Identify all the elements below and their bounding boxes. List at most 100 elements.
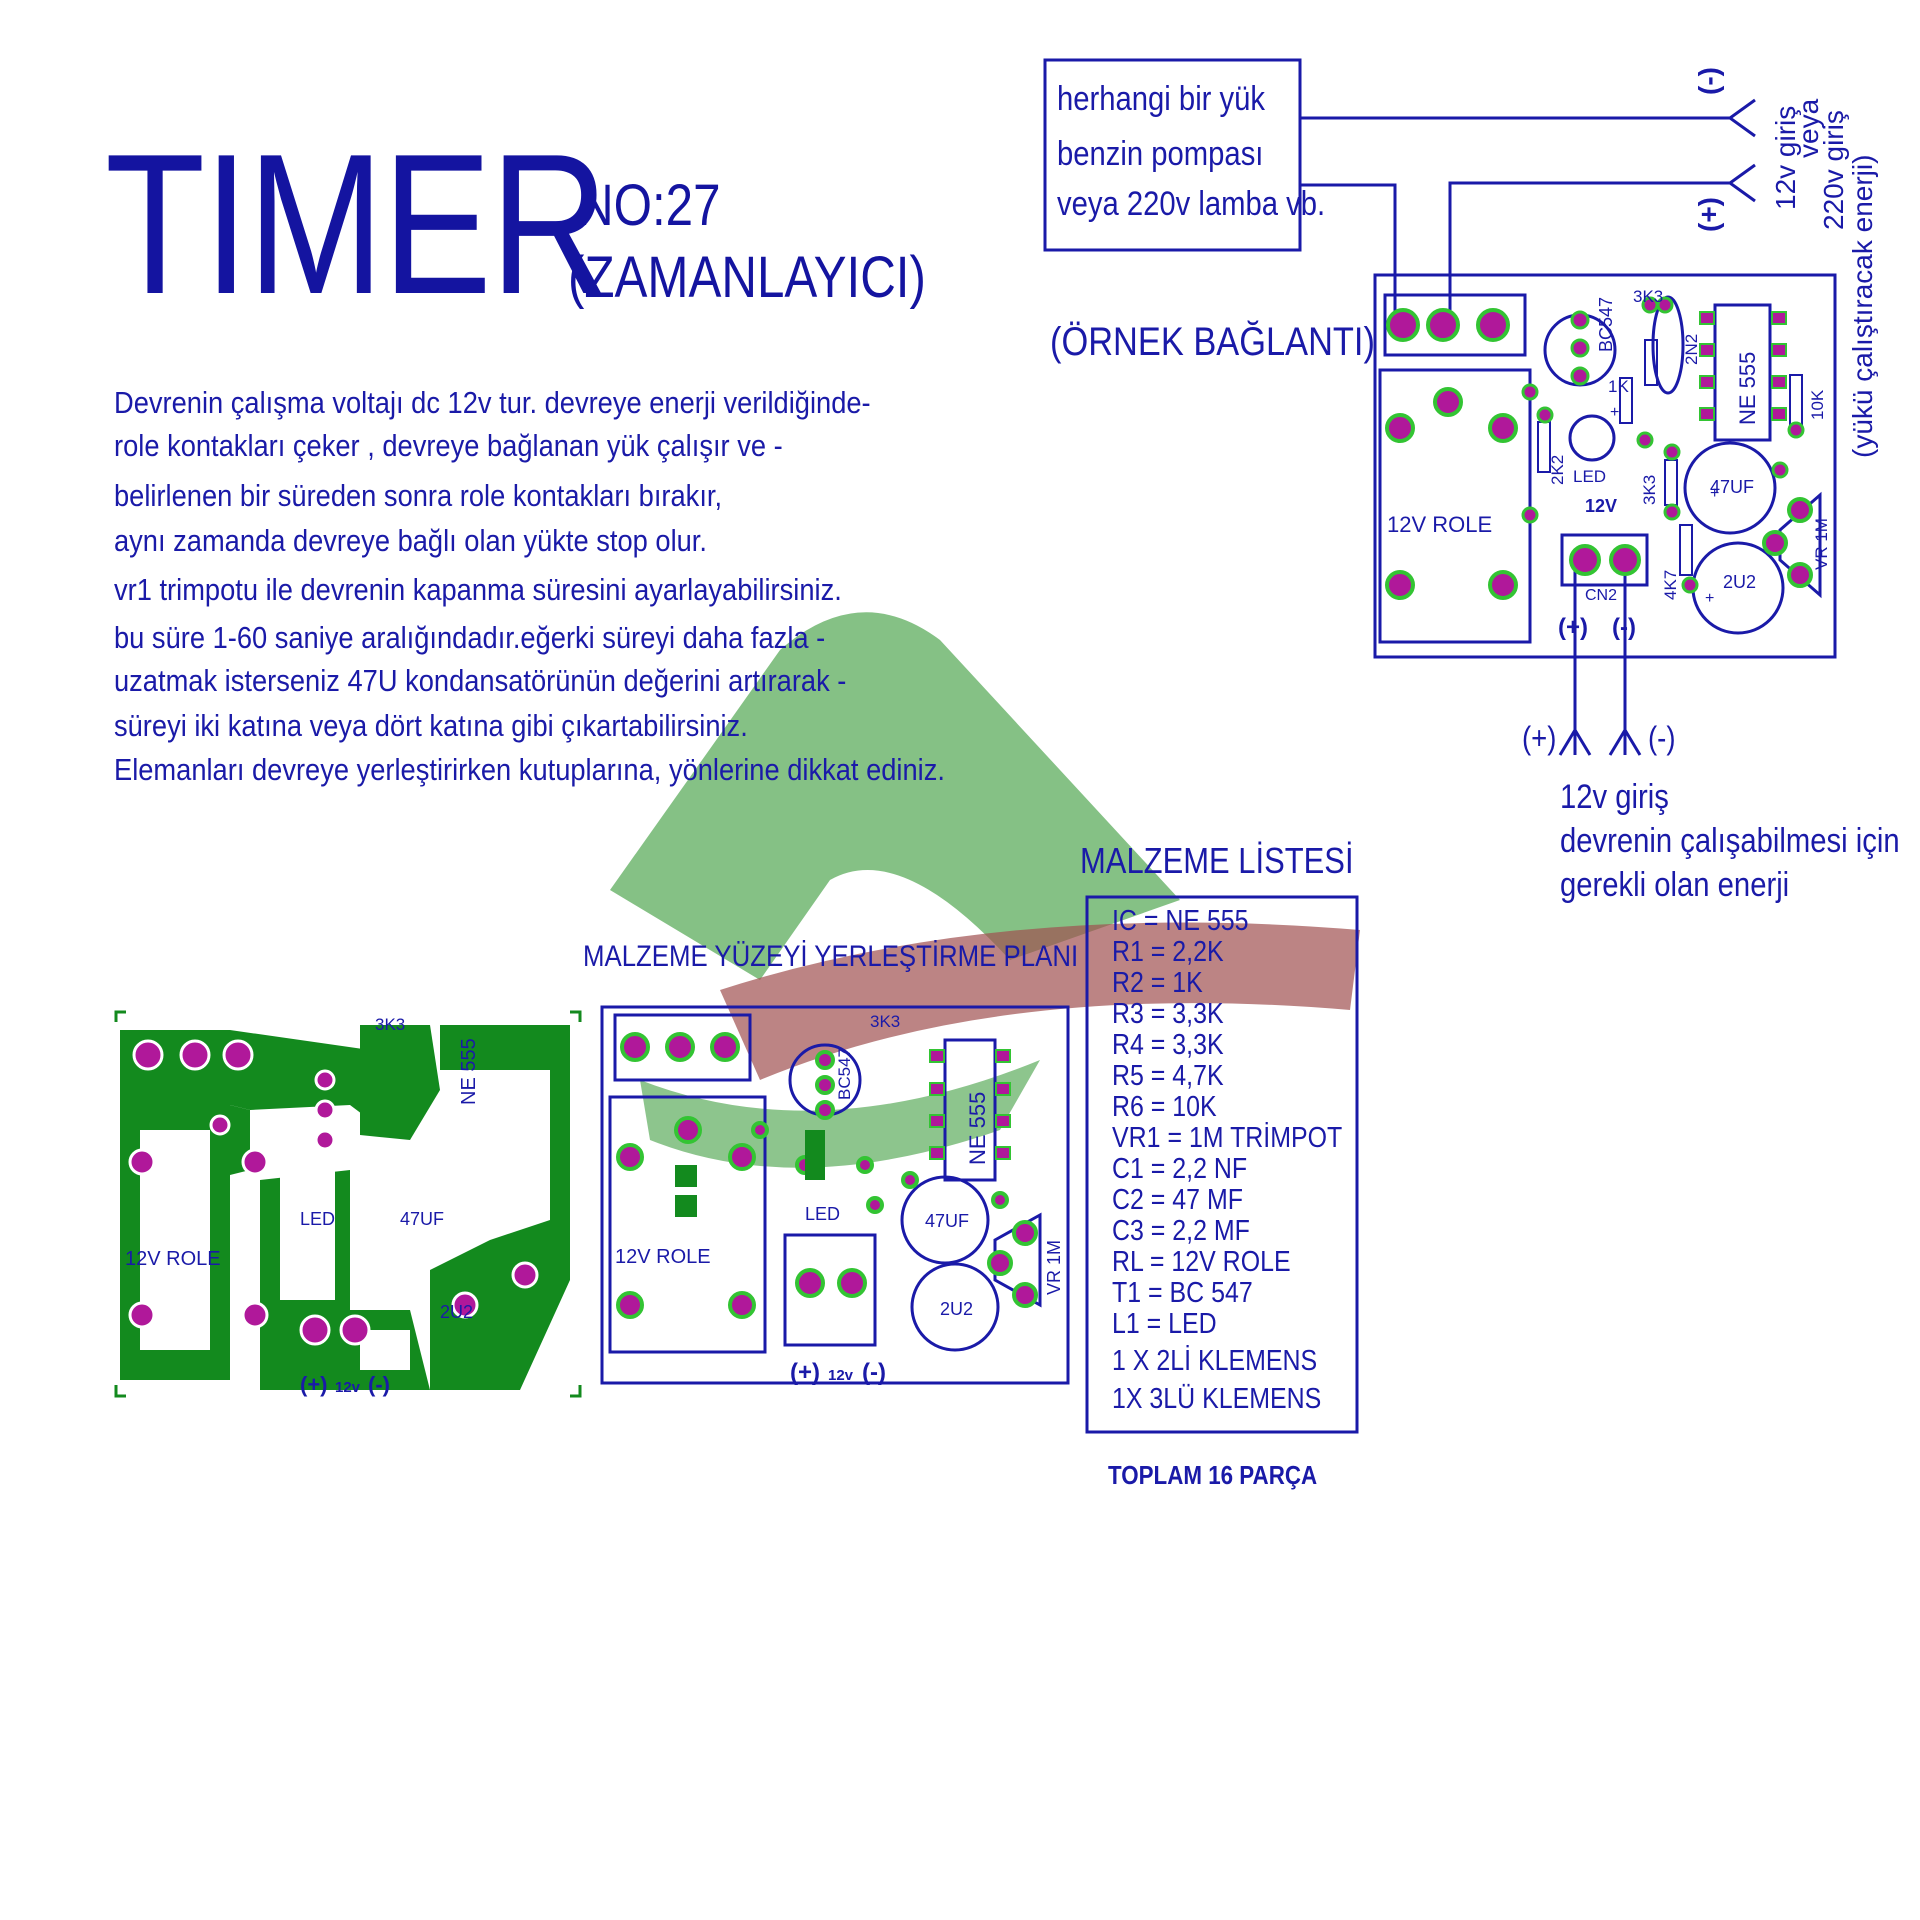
material-item: 1X 3LÜ KLEMENS <box>1112 1383 1322 1415</box>
placement-plan-title: MALZEME YÜZEYİ YERLEŞTİRME PLANI <box>583 940 1079 973</box>
arrow-icon <box>1727 98 1756 138</box>
load-input-label: 12v giriş <box>1770 106 1801 210</box>
capacitor-label: 47UF <box>1710 477 1754 497</box>
minus-label: (-) <box>862 1359 886 1386</box>
led-label: LED <box>300 1209 335 1229</box>
materials-total: TOPLAM 16 PARÇA <box>1108 1460 1318 1490</box>
capacitor-label: 2U2 <box>1723 572 1756 592</box>
pads <box>1385 296 1813 600</box>
page-title: TIMER <box>105 113 609 336</box>
material-item: R4 = 3,3K <box>1112 1029 1224 1061</box>
material-item: C3 = 2,2 MF <box>1112 1215 1250 1247</box>
copper-pcb: 12V ROLE 47UF 2U2 LED 3K3 NE 555 (+) 12v… <box>114 1010 582 1398</box>
load-box-line: herhangi bir yük <box>1057 80 1266 118</box>
polarity-label: + <box>1610 404 1619 421</box>
resistor-label: 4K7 <box>1661 570 1680 600</box>
page-subtitle: (ZAMANLAYICI) <box>568 245 926 310</box>
material-item: RL = 12V ROLE <box>1112 1246 1291 1278</box>
supply-input-label: gerekli olan enerji <box>1560 866 1790 904</box>
input-plus-wire <box>1448 181 1730 320</box>
capacitor-label: 2N2 <box>1682 334 1701 365</box>
connector-outline <box>1560 533 1649 587</box>
arrow-icon <box>1727 163 1756 203</box>
supply-label: 12v <box>828 1367 854 1384</box>
supply-label: 12v <box>335 1379 361 1396</box>
trimpot-label: VR 1M <box>1812 518 1831 570</box>
description-line: vr1 trimpotu ile devrenin kapanma süresi… <box>114 572 842 607</box>
load-minus-label: (-) <box>1693 67 1724 95</box>
relay-label: 12V ROLE <box>615 1246 711 1268</box>
load-input-label: 220v giriş <box>1818 110 1849 230</box>
ic-label: NE 555 <box>458 1038 480 1105</box>
supply-label: 12V <box>1585 496 1617 516</box>
relay-outline <box>1378 368 1532 644</box>
capacitor-outline <box>1651 295 1685 395</box>
project-number: NO:27 <box>578 173 721 238</box>
description-line: Elemanları devreye yerleştirirken kutupl… <box>114 752 945 787</box>
resistor-outline <box>1664 459 1678 506</box>
description-line: belirlenen bir süreden sonra role kontak… <box>114 478 723 513</box>
resistor-label: 3K3 <box>1633 287 1663 306</box>
resistor-outline <box>1644 339 1658 386</box>
resistor-outline <box>1619 377 1633 424</box>
capacitor-label: 47UF <box>400 1209 444 1229</box>
description-line: bu süre 1-60 saniye aralığındadır.eğerki… <box>114 620 826 655</box>
load-box <box>1043 58 1302 252</box>
supply-minus-label: (-) <box>1648 720 1676 756</box>
transistor-label: BC547 <box>835 1048 854 1100</box>
ic-label: NE 555 <box>965 1092 990 1165</box>
supply-input-label: 12v giriş <box>1560 778 1669 816</box>
polarity-label: + <box>1710 485 1719 502</box>
resistor-label: 3K3 <box>870 1012 900 1031</box>
transistor-label: BC547 <box>1596 297 1616 352</box>
material-item: L1 = LED <box>1112 1308 1217 1340</box>
polarity-label: + <box>1705 590 1714 607</box>
resistor-outline <box>1679 524 1693 576</box>
materials-box <box>1085 895 1359 1434</box>
pcb-outline <box>1373 273 1837 659</box>
load-box-line: veya 220v lamba vb. <box>1057 185 1326 223</box>
minus-label: (-) <box>368 1372 390 1397</box>
supply-plus-label: (+) <box>1522 720 1557 756</box>
load-input-label: veya <box>1793 98 1824 158</box>
capacitor-label: 2U2 <box>940 1299 973 1319</box>
terminal-3pin <box>1383 293 1527 357</box>
material-item: R2 = 1K <box>1112 967 1203 999</box>
resistor-label: 3K3 <box>375 1015 405 1034</box>
capacitor-outline <box>1683 441 1777 535</box>
capacitor-label: 2U2 <box>440 1302 473 1322</box>
example-connection-label: (ÖRNEK BAĞLANTI) <box>1050 320 1375 364</box>
minus-label: (-) <box>1612 614 1636 641</box>
material-item: R1 = 2,2K <box>1112 936 1224 968</box>
material-item: IC = NE 555 <box>1112 905 1249 937</box>
material-item: C1 = 2,2 NF <box>1112 1153 1248 1185</box>
led-outline <box>1568 414 1616 462</box>
material-item: 1 X 2Lİ KLEMENS <box>1112 1345 1318 1377</box>
material-item: VR1 = 1M TRİMPOT <box>1112 1122 1343 1154</box>
connector-label: CN2 <box>1585 587 1617 604</box>
description-line: role kontakları çeker , devreye bağlanan… <box>114 428 783 463</box>
materials-title: MALZEME LİSTESİ <box>1080 840 1354 881</box>
description-line: uzatmak isterseniz 47U kondansatörünün d… <box>114 663 847 698</box>
supply-input-label: devrenin çalışabilmesi için <box>1560 822 1900 860</box>
resistor-label: 1K <box>1608 377 1629 396</box>
resistor-label: 2K2 <box>1548 455 1567 485</box>
trimpot-label: VR 1M <box>1044 1240 1064 1295</box>
description-line: aynı zamanda devreye bağlı olan yükte st… <box>114 523 707 558</box>
led-label: LED <box>1573 467 1606 486</box>
capacitor-label: 47UF <box>925 1211 969 1231</box>
resistor-label: 3K3 <box>1640 475 1659 505</box>
arrow-icon <box>1608 727 1642 756</box>
description-line: süreyi iki katına veya dört katına gibi … <box>114 708 748 743</box>
material-item: R5 = 4,7K <box>1112 1060 1224 1092</box>
plus-label: (+) <box>1558 614 1588 641</box>
placement-plan: 12V ROLE NE 555 47UF 2U2 LED 3K3 VR 1M B… <box>600 1005 1070 1386</box>
material-item: R6 = 10K <box>1112 1091 1217 1123</box>
load-box-line: benzin pompası <box>1057 135 1264 173</box>
load-plus-label: (+) <box>1693 197 1724 232</box>
material-item: C2 = 47 MF <box>1112 1184 1243 1216</box>
material-item: T1 = BC 547 <box>1112 1277 1253 1309</box>
relay-label: 12V ROLE <box>125 1248 221 1270</box>
resistor-outline <box>1789 374 1803 426</box>
